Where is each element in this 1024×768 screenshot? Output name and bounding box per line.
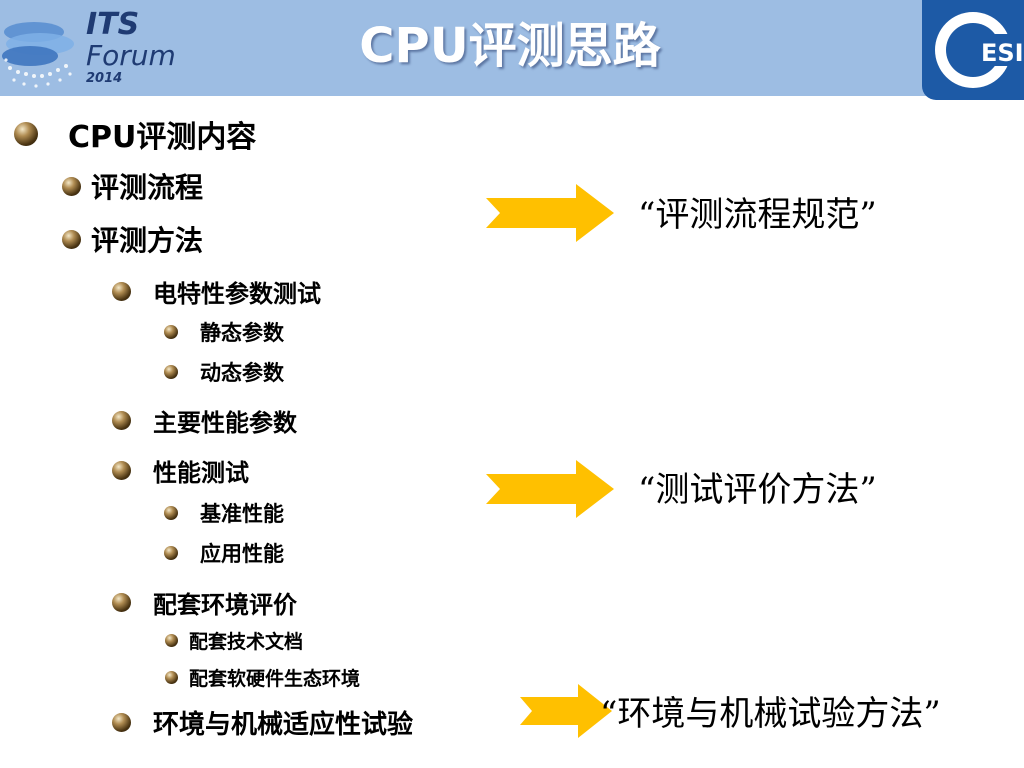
outline-label: 配套环境评价 xyxy=(153,591,297,619)
outline-item-process: 评测流程 xyxy=(62,166,203,206)
outline-label: 主要性能参数 xyxy=(153,409,297,437)
outline-label: 动态参数 xyxy=(200,361,284,385)
right-arrow-icon xyxy=(520,684,612,738)
its-forum-logo: ITS Forum 2014 xyxy=(0,4,190,92)
bronze-sphere-bullet-icon xyxy=(112,593,131,612)
bronze-sphere-bullet-icon xyxy=(164,506,178,520)
outline-item-application-perf: 应用性能 xyxy=(164,538,284,568)
bronze-sphere-bullet-icon xyxy=(14,122,38,146)
arrow-label-eval-method: “测试评价方法” xyxy=(638,470,877,510)
bronze-sphere-bullet-icon xyxy=(164,365,178,379)
outline-label: 配套技术文档 xyxy=(189,631,304,653)
header-bar: ITS Forum 2014 CPU评测思路 ESI xyxy=(0,0,1024,100)
outline-item-electrical: 电特性参数测试 xyxy=(112,274,321,309)
arrow-label-spec: “评测流程规范” xyxy=(638,195,877,235)
bronze-sphere-bullet-icon xyxy=(112,461,131,480)
outline-label: 性能测试 xyxy=(153,459,249,487)
right-arrow-icon xyxy=(486,460,614,518)
outline-item-method: 评测方法 xyxy=(62,219,203,259)
outline-item-benchmark-perf: 基准性能 xyxy=(164,498,284,528)
outline-label: CPU评测内容 xyxy=(68,120,257,155)
outline-label: 环境与机械适应性试验 xyxy=(153,710,414,740)
outline-item-perf-test: 性能测试 xyxy=(112,453,249,488)
outline-label: 应用性能 xyxy=(200,542,284,566)
bronze-sphere-bullet-icon xyxy=(62,229,81,249)
bronze-sphere-bullet-icon xyxy=(165,671,178,684)
right-arrow-icon xyxy=(486,184,614,242)
outline-label: 评测流程 xyxy=(91,171,204,204)
outline-item-ecosystem-eval: 配套环境评价 xyxy=(112,585,297,620)
outline-label: 配套软硬件生态环境 xyxy=(189,668,361,690)
outline-item-cpu-content: CPU评测内容 xyxy=(14,112,256,156)
outline-item-dynamic-params: 动态参数 xyxy=(164,357,284,387)
bronze-sphere-bullet-icon xyxy=(164,546,178,560)
outline-item-env-mech-test: 环境与机械适应性试验 xyxy=(112,704,413,741)
outline-label: 电特性参数测试 xyxy=(153,280,321,308)
outline-item-main-perf-params: 主要性能参数 xyxy=(112,403,297,438)
esi-logo: ESI xyxy=(922,0,1024,100)
bronze-sphere-bullet-icon xyxy=(112,411,131,430)
outline-item-tech-docs: 配套技术文档 xyxy=(165,627,303,654)
esi-emblem-icon: ESI xyxy=(935,12,1024,88)
its-logo-text: ITS xyxy=(86,7,140,42)
outline-item-static-params: 静态参数 xyxy=(164,317,284,347)
forum-logo-text: Forum xyxy=(86,39,176,72)
bronze-sphere-bullet-icon xyxy=(112,713,131,732)
bronze-sphere-bullet-icon xyxy=(165,634,178,647)
bronze-sphere-bullet-icon xyxy=(112,282,131,301)
bronze-sphere-bullet-icon xyxy=(164,325,178,339)
esi-logo-text: ESI xyxy=(981,39,1024,67)
arrow-label-env-method: “环境与机械试验方法” xyxy=(600,694,941,734)
year-logo-text: 2014 xyxy=(86,71,123,86)
bronze-sphere-bullet-icon xyxy=(62,176,81,196)
outline-label: 静态参数 xyxy=(200,321,284,345)
outline-label: 评测方法 xyxy=(91,224,204,257)
its-swirl-icon xyxy=(2,22,74,88)
outline-label: 基准性能 xyxy=(200,502,284,526)
outline-item-sw-hw-ecosystem: 配套软硬件生态环境 xyxy=(165,664,360,691)
slide-title: CPU评测思路 xyxy=(359,18,661,74)
